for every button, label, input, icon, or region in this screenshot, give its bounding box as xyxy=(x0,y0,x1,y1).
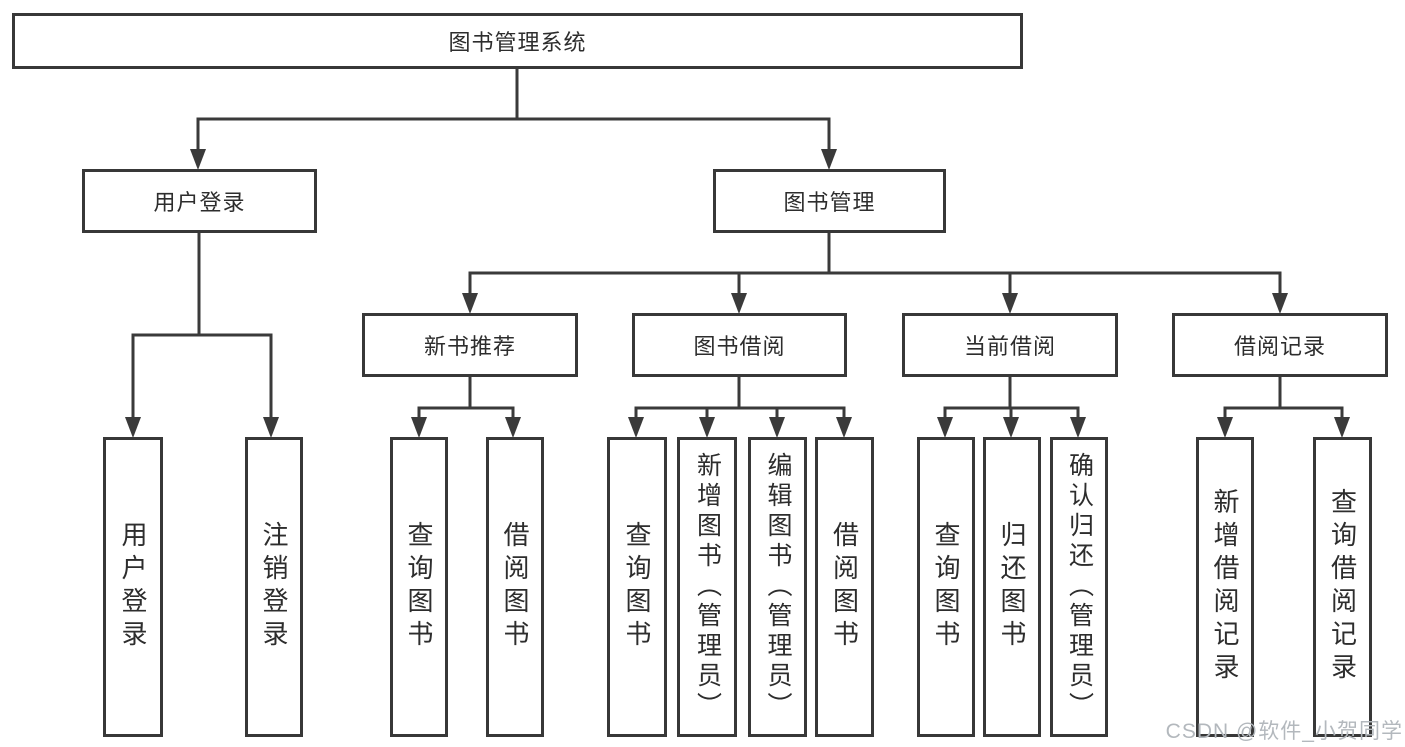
arrow-down-icon xyxy=(190,149,206,170)
arrow-down-icon xyxy=(1003,417,1019,438)
arrow-down-icon xyxy=(699,417,715,438)
node-book-borrow: 图书借阅 xyxy=(632,313,847,377)
leaf-logout: 注销登录 xyxy=(245,437,303,737)
leaf-query-books-current: 查询图书 xyxy=(917,437,975,737)
leaf-edit-books-admin: 编辑图书（管理员） xyxy=(748,437,807,737)
node-book-mgmt: 图书管理 xyxy=(713,169,946,233)
watermark: CSDN @软件_小贺同学 xyxy=(1165,720,1403,743)
arrow-down-icon xyxy=(505,417,521,438)
arrow-down-icon xyxy=(937,417,953,438)
arrow-down-icon xyxy=(1272,293,1288,314)
arrow-down-icon xyxy=(769,417,785,438)
leaf-query-borrow-record: 查询借阅记录 xyxy=(1313,437,1372,737)
leaf-user-login: 用户登录 xyxy=(103,437,163,737)
node-user-login: 用户登录 xyxy=(82,169,317,233)
arrow-down-icon xyxy=(411,417,427,438)
arrow-down-icon xyxy=(821,149,837,170)
node-current-borrow: 当前借阅 xyxy=(902,313,1118,377)
arrow-down-icon xyxy=(1334,417,1350,438)
leaf-borrow-books-recommend: 借阅图书 xyxy=(486,437,544,737)
node-root: 图书管理系统 xyxy=(12,13,1023,69)
leaf-add-borrow-record: 新增借阅记录 xyxy=(1196,437,1254,737)
arrow-down-icon xyxy=(1217,417,1233,438)
arrow-down-icon xyxy=(1070,417,1086,438)
arrow-down-icon xyxy=(125,417,141,438)
node-new-book-recommend: 新书推荐 xyxy=(362,313,578,377)
leaf-borrow-books: 借阅图书 xyxy=(815,437,874,737)
arrow-down-icon xyxy=(628,417,644,438)
arrow-down-icon xyxy=(731,293,747,314)
leaf-confirm-return-admin: 确认归还（管理员） xyxy=(1050,437,1108,737)
leaf-return-books: 归还图书 xyxy=(983,437,1041,737)
arrow-down-icon xyxy=(1002,293,1018,314)
leaf-query-books-borrow: 查询图书 xyxy=(607,437,667,737)
leaf-query-books-recommend: 查询图书 xyxy=(390,437,448,737)
arrow-down-icon xyxy=(263,417,279,438)
arrow-down-icon xyxy=(462,293,478,314)
arrow-down-icon xyxy=(836,417,852,438)
leaf-add-books-admin: 新增图书（管理员） xyxy=(677,437,737,737)
node-borrow-records: 借阅记录 xyxy=(1172,313,1388,377)
